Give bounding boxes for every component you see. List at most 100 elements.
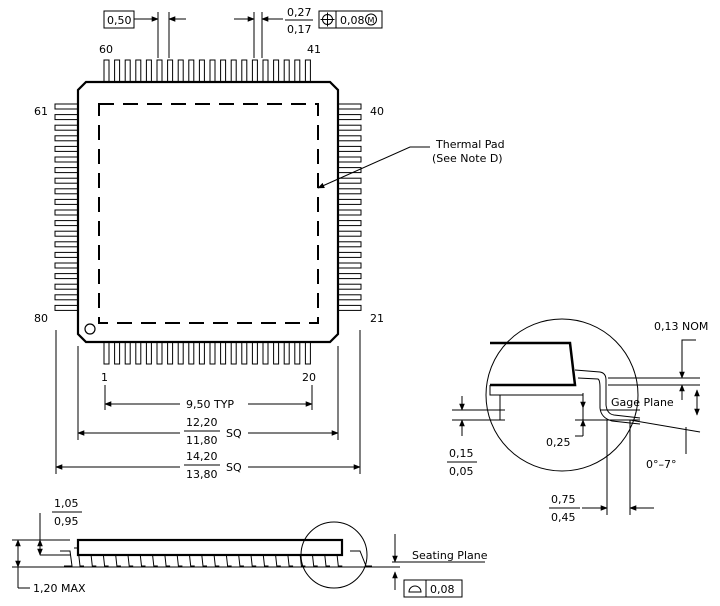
lead-pin: [103, 59, 110, 83]
body-size-min: 11,80: [186, 434, 218, 447]
lead-pin: [124, 341, 131, 365]
lead-pin: [156, 341, 163, 365]
lead-pin: [54, 304, 79, 311]
lead-angle-label: 0°–7°: [646, 458, 677, 471]
detail-lead: [574, 369, 641, 425]
lead-pin: [337, 156, 362, 163]
lead-pin: [251, 341, 258, 365]
detail-body: [490, 341, 577, 387]
body-height-max: 1,05: [54, 497, 79, 510]
side-lead: [74, 547, 84, 567]
lead-pin: [262, 341, 269, 365]
foot-length-max: 0,75: [551, 493, 576, 506]
lead-pin: [54, 198, 79, 205]
lead-pin: [230, 59, 237, 83]
lead-pin: [337, 209, 362, 216]
lead-pin: [177, 341, 184, 365]
pins-right-column: [337, 103, 362, 311]
lead-pin: [294, 59, 301, 83]
lead-pin: [283, 59, 290, 83]
lead-pin: [54, 156, 79, 163]
lead-pin: [209, 341, 216, 365]
seating-plane-label: Seating Plane: [412, 549, 488, 562]
lead-pin: [54, 273, 79, 280]
lead-width-max: 0,27: [287, 6, 312, 19]
pins-left-column: [54, 103, 79, 311]
body-size-max: 12,20: [186, 416, 218, 429]
lead-pin: [209, 59, 216, 83]
pin1-indicator: [84, 323, 96, 335]
lead-pin: [337, 220, 362, 227]
pin-number-80: 80: [34, 312, 48, 325]
lead-pin: [294, 341, 301, 365]
gage-distance-value: 0,25: [546, 436, 571, 449]
lead-pin: [54, 283, 79, 290]
lead-pin: [167, 59, 174, 83]
lead-pin: [198, 341, 205, 365]
lead-pin: [273, 341, 280, 365]
detail-view-circle: [485, 318, 639, 472]
lead-pin: [114, 59, 121, 83]
overall-size-min: 13,80: [186, 468, 218, 481]
lead-pin: [54, 209, 79, 216]
lead-pin: [145, 59, 152, 83]
lead-pin: [273, 59, 280, 83]
lead-pin: [241, 59, 248, 83]
body-dimensions: 9,50 TYP 12,20 11,80 SQ 14,20 13,80 SQ: [55, 330, 361, 481]
lead-pin: [198, 59, 205, 83]
side-end-lead: [350, 550, 372, 567]
side-end-lead: [60, 550, 73, 567]
lead-pin: [337, 294, 362, 301]
overall-size-max: 14,20: [186, 450, 218, 463]
lead-pin: [54, 124, 79, 131]
lead-pin: [251, 59, 258, 83]
lead-pin: [54, 188, 79, 195]
lead-pin: [304, 341, 311, 365]
mmc-modifier-icon: [365, 13, 377, 26]
lead-pin: [337, 135, 362, 142]
position-tolerance-frame: [318, 10, 383, 29]
lead-pin: [337, 283, 362, 290]
lead-pin: [220, 341, 227, 365]
lead-pin: [220, 59, 227, 83]
detail-callout-circle: [300, 521, 368, 589]
lead-pin: [283, 341, 290, 365]
lead-pin: [54, 251, 79, 258]
lead-pin: [337, 188, 362, 195]
profile-symbol-icon: [408, 585, 422, 593]
lead-pin: [304, 59, 311, 83]
lead-pin: [188, 59, 195, 83]
pin-number-41: 41: [307, 43, 321, 56]
side-view: 1,05 0,95 1,20 MAX Seating Plane 0,08: [12, 497, 488, 598]
lead-pin: [337, 198, 362, 205]
lead-pin: [337, 114, 362, 121]
pin-number-60: 60: [99, 43, 113, 56]
lead-pin: [54, 241, 79, 248]
foot-length-min: 0,45: [551, 511, 576, 524]
pin-number-61: 61: [34, 105, 48, 118]
pad-typ-dimension: 9,50 TYP: [186, 398, 234, 411]
top-view: 60 41 61 40 80 21 1 20 Thermal Pad (See …: [34, 43, 505, 384]
standoff-max: 0,15: [449, 447, 474, 460]
pin-number-40: 40: [370, 105, 384, 118]
pins-bottom-row: [103, 341, 311, 365]
lead-pin: [337, 262, 362, 269]
pitch-value: 0,50: [107, 14, 132, 27]
lead-pin: [241, 341, 248, 365]
lead-pin: [103, 341, 110, 365]
lead-pin: [135, 341, 142, 365]
lead-pin: [337, 230, 362, 237]
top-dimensions: 0,50 0,27 0,17 0,08 M: [103, 6, 383, 58]
overall-size-sq: SQ: [226, 461, 242, 474]
lead-pin: [167, 341, 174, 365]
lead-pin: [54, 145, 79, 152]
pin-number-1: 1: [101, 371, 108, 384]
flatness-tolerance-frame: [403, 579, 463, 598]
lead-pin: [114, 341, 121, 365]
lead-pin: [54, 177, 79, 184]
mmc-modifier-letter: M: [368, 16, 375, 25]
lead-pin: [230, 341, 237, 365]
thermal-pad-label: Thermal Pad: [435, 138, 505, 151]
lead-pin: [54, 262, 79, 269]
